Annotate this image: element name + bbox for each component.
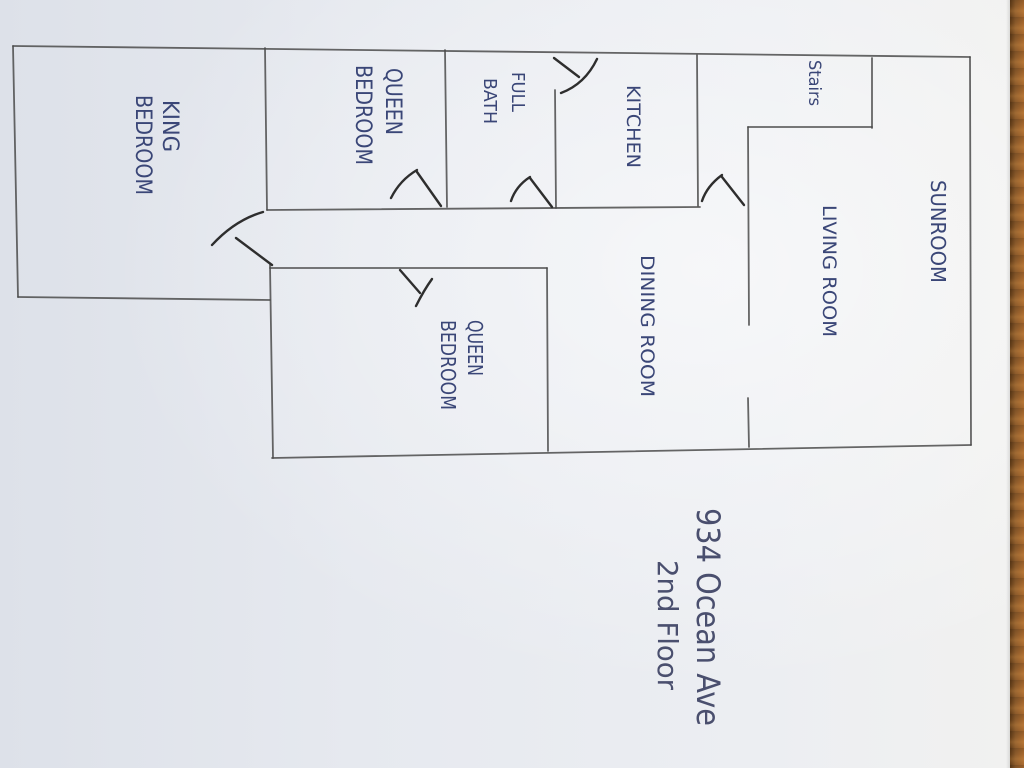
queen-bedroom-2-label-line2: BEDROOM	[436, 320, 460, 410]
wall-living-room-upper	[747, 126, 750, 326]
king-bedroom-door	[210, 210, 274, 267]
room-labels: KING BEDROOM QUEEN BEDROOM FULL BATH KIT…	[130, 60, 950, 410]
door-leaf	[234, 236, 274, 267]
wall-hallway-north	[266, 206, 701, 211]
stairs-label: Stairs	[804, 60, 824, 106]
door-leaf	[528, 176, 554, 209]
wall-outer-bottom	[271, 444, 972, 459]
floor-text: 2nd Floor	[651, 560, 684, 690]
king-bedroom-label-line1: KING	[157, 100, 182, 152]
wood-table-edge	[1010, 0, 1024, 768]
door-leaf	[720, 175, 746, 207]
wall-bath-kitchen-divider	[554, 89, 557, 209]
queen-bedroom-2-door	[398, 268, 434, 308]
door-swing-arc	[559, 57, 599, 95]
wall-outer-top	[12, 45, 971, 58]
wall-queen-bedroom-2-left	[269, 264, 274, 459]
wall-queen-bath-divider	[444, 49, 448, 208]
queen-bedroom-1-label-line2: BEDROOM	[350, 65, 375, 165]
wall-kitchen-stairs-divider	[696, 54, 699, 207]
dining-room-label: DINING ROOM	[636, 255, 658, 397]
sunroom-label: SUNROOM	[926, 180, 950, 283]
full-bath-label-line1: FULL	[507, 72, 528, 112]
wall-living-room-lower	[747, 397, 750, 448]
door-leaf	[415, 170, 443, 208]
queen-bedroom-1-door	[389, 168, 443, 208]
full-bath-rear-door	[552, 56, 599, 95]
full-bath-door	[509, 175, 554, 209]
door-swing-arc	[389, 168, 419, 200]
walls	[12, 45, 972, 459]
wall-outer-right	[969, 56, 972, 446]
door-swing-arc	[414, 277, 434, 308]
wall-king-bedroom-left	[12, 45, 19, 298]
queen-bedroom-1-label-line1: QUEEN	[380, 68, 405, 135]
doors	[210, 56, 746, 308]
door-leaf	[398, 268, 422, 295]
living-room-label: LIVING ROOM	[818, 205, 840, 337]
wall-king-bedroom-bottom	[17, 296, 271, 301]
wall-queen-bedroom-2-right	[546, 267, 549, 452]
kitchen-label: KITCHEN	[622, 85, 644, 168]
address-note: 934 Ocean Ave 2nd Floor	[651, 508, 727, 726]
full-bath-label-line2: BATH	[479, 78, 500, 124]
queen-bedroom-2-label-line1: QUEEN	[463, 320, 487, 376]
door-swing-arc	[700, 173, 724, 203]
king-bedroom-label-line2: BEDROOM	[130, 95, 155, 195]
address-text: 934 Ocean Ave	[689, 508, 727, 726]
wall-king-queen-divider	[264, 47, 268, 211]
kitchen-door	[700, 173, 746, 207]
door-swing-arc	[210, 210, 265, 247]
door-leaf	[552, 56, 581, 79]
door-swing-arc	[509, 175, 532, 203]
paper-edge-shadow	[1006, 0, 1010, 768]
